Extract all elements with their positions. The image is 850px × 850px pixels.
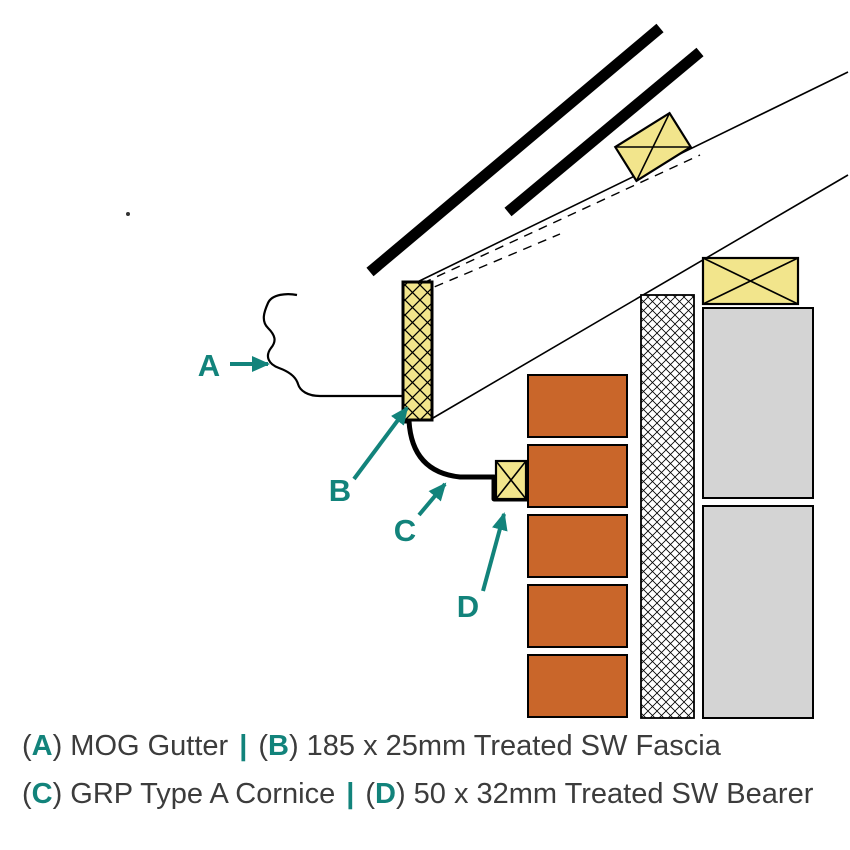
underlay-dashed-line — [407, 154, 701, 291]
paren-close: ) — [52, 778, 63, 811]
callout-label-a: A — [198, 348, 220, 383]
stray-mark — [126, 212, 130, 216]
brick — [527, 374, 628, 438]
caption-line-1: (A)MOG Gutter|(B)185 x 25mm Treated SW F… — [22, 722, 850, 770]
underlay-dashed-line-short — [419, 233, 561, 294]
caption-separator: | — [346, 778, 355, 811]
wall-plate-timber — [701, 256, 800, 306]
caption-item-d: (D)50 x 32mm Treated SW Bearer — [365, 778, 813, 810]
fascia-board — [401, 280, 434, 422]
diagram-caption: (A)MOG Gutter|(B)185 x 25mm Treated SW F… — [0, 720, 850, 818]
brick — [527, 444, 628, 508]
brick — [527, 514, 628, 578]
caption-line-2: (C)GRP Type A Cornice|(D)50 x 32mm Treat… — [22, 770, 850, 818]
caption-item-c: (C)GRP Type A Cornice — [22, 778, 335, 810]
caption-separator: | — [239, 730, 248, 762]
blockwork-lower — [702, 505, 814, 719]
caption-item-a: (A)MOG Gutter — [22, 730, 228, 762]
eaves-detail-diagram: A B C D — [126, 23, 849, 719]
paren-close: ) — [395, 778, 406, 811]
paren-open: ( — [22, 730, 32, 762]
paren-close: ) — [288, 730, 299, 762]
gutter-profile — [262, 293, 403, 398]
caption-letter-d: D — [375, 778, 396, 811]
caption-letter-c: C — [31, 778, 53, 811]
brick — [527, 654, 628, 718]
paren-open: ( — [22, 778, 32, 811]
caption-text-d: 50 x 32mm Treated SW Bearer — [413, 778, 814, 811]
caption-text-c: GRP Type A Cornice — [70, 778, 336, 811]
slate-line-outer — [366, 23, 664, 277]
callout-arrow-c — [417, 482, 447, 517]
slate-line-inner — [504, 47, 704, 217]
brick — [527, 584, 628, 648]
bearer-timber — [494, 459, 528, 501]
caption-letter-b: B — [268, 730, 289, 762]
caption-text-a: MOG Gutter — [70, 730, 229, 762]
paren-close: ) — [52, 730, 63, 762]
caption-text-b: 185 x 25mm Treated SW Fascia — [306, 730, 721, 762]
blockwork-upper — [702, 307, 814, 499]
callout-label-c: C — [394, 513, 416, 548]
callout-label-d: D — [457, 589, 479, 624]
caption-item-b: (B)185 x 25mm Treated SW Fascia — [258, 730, 721, 762]
caption-letter-a: A — [31, 730, 53, 762]
callout-label-b: B — [329, 473, 351, 508]
callout-arrow-b — [352, 406, 409, 481]
cavity-insulation — [640, 294, 695, 719]
roof-deck-line — [404, 71, 849, 289]
callout-arrow-d — [481, 512, 508, 592]
brick-outer-leaf — [527, 374, 628, 718]
paren-open: ( — [365, 778, 376, 811]
roof-batten-timber — [613, 111, 693, 183]
cornice-profile — [402, 418, 529, 502]
paren-open: ( — [258, 730, 269, 762]
